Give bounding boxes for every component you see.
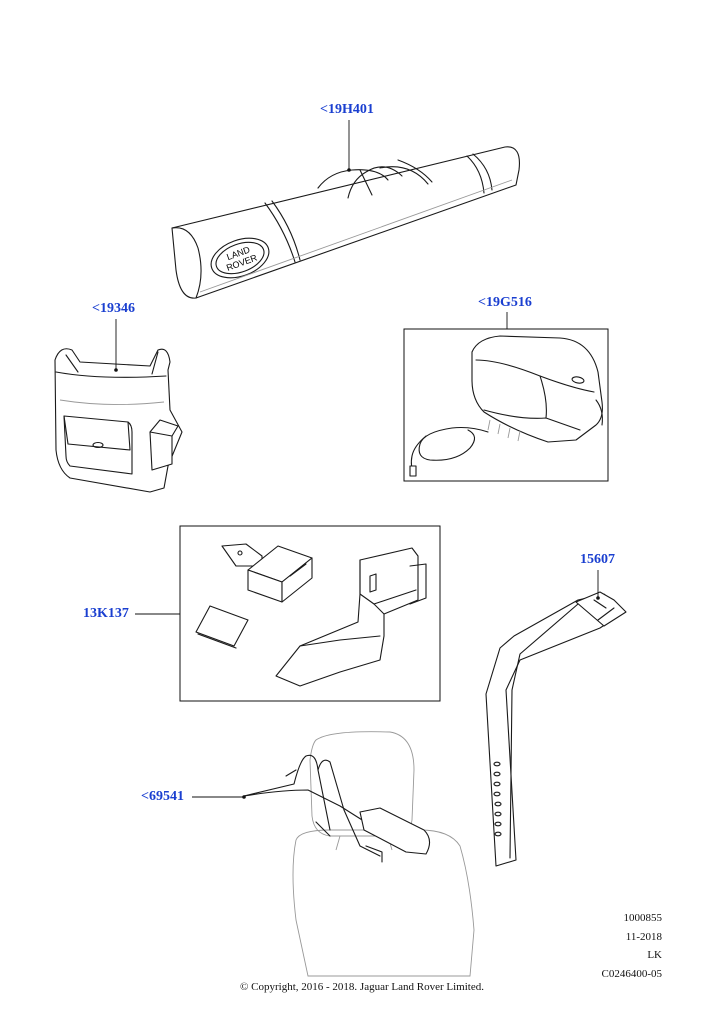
compressor-frame xyxy=(403,328,609,482)
callout-strap[interactable]: 15607 xyxy=(580,552,615,567)
hanger-illustration xyxy=(243,731,475,977)
carry-bag-illustration: LAND ROVER xyxy=(171,146,520,299)
reference-number: 1000855 xyxy=(623,912,663,924)
reference-date: 11-2018 xyxy=(625,930,662,943)
callout-backpack[interactable]: <19346 xyxy=(92,301,135,316)
copyright-notice: © Copyright, 2016 - 2018. Jaguar Land Ro… xyxy=(240,981,484,993)
backpack-illustration xyxy=(54,348,183,493)
kit-illustration xyxy=(195,543,427,687)
compressor-illustration xyxy=(409,335,603,477)
callout-hanger[interactable]: <69541 xyxy=(141,789,184,804)
reference-block: 1000855 11-2018 LK C0246400-05 xyxy=(602,909,663,983)
leader-lines xyxy=(114,120,600,799)
callout-carry-bag[interactable]: <19H401 xyxy=(320,102,374,117)
callout-accessory-kit[interactable]: 13K137 xyxy=(83,606,129,621)
strap-illustration xyxy=(485,591,627,867)
reference-code: LK xyxy=(647,949,662,961)
callout-compressor[interactable]: <19G516 xyxy=(478,295,532,310)
kit-frame xyxy=(179,525,441,702)
strap-holes xyxy=(493,761,502,837)
image-id: C0246400-05 xyxy=(601,967,663,980)
